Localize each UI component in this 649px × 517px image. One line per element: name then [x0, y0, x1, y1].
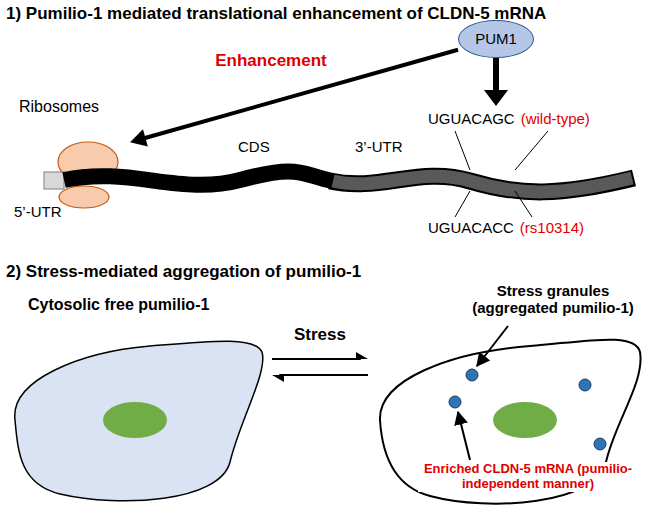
cell-outline	[380, 340, 641, 504]
granule-dot	[594, 438, 606, 450]
diagram-node: CDS	[60, 132, 330, 192]
node-text: Enriched CLDN-5 mRNA (pumilio-independen…	[418, 462, 638, 492]
utr3-band-outline	[330, 176, 634, 192]
connector-arrow	[272, 352, 368, 382]
node-text: 3’-UTR	[355, 138, 403, 155]
text-label: (rs10314)	[520, 219, 584, 236]
site-bracket	[455, 131, 548, 170]
text-label: 5’-UTR	[14, 203, 62, 220]
section-heading: 1) Pumilio-1 mediated translational enha…	[6, 4, 546, 24]
granule-dot	[466, 369, 478, 381]
diagram-node: Cytosolic free pumilio-1	[10, 292, 268, 512]
node-text: CDS	[238, 138, 270, 155]
node-text: Ribosomes	[19, 98, 99, 116]
leader-arrow	[458, 412, 470, 460]
utr3-band	[333, 176, 632, 192]
utr5-box	[44, 172, 64, 189]
connector-arrow	[484, 58, 508, 106]
connector-arrow	[130, 50, 458, 147]
nucleus	[493, 402, 557, 438]
protein-ellipse: PUM1	[458, 20, 534, 58]
edge-label: Stress	[292, 325, 348, 345]
text-label: 2) Stress-mediated aggregation of pumili…	[6, 262, 361, 282]
nucleus	[103, 402, 167, 438]
leader-arrow	[477, 326, 508, 366]
ribosome-small	[59, 186, 109, 208]
site-bracket	[455, 191, 532, 217]
edge-label: Enhancement	[213, 51, 328, 71]
cell-outline	[15, 341, 263, 501]
node-text: Stress granules (aggregated pumilio-1)	[460, 282, 646, 317]
text-label: UGUACAGC	[428, 110, 515, 127]
granule-dot	[449, 396, 461, 408]
diagram-node: Ribosomes	[15, 96, 130, 221]
cds-band	[64, 171, 332, 184]
node-text: PUM1	[475, 30, 517, 47]
node-text: Cytosolic free pumilio-1	[28, 296, 209, 314]
diagram-node: Stress granules (aggregated pumilio-1)En…	[372, 282, 642, 514]
text-label: (wild-type)	[521, 110, 590, 127]
text-label: UGUACACC	[428, 219, 514, 236]
granule-dot	[579, 379, 591, 391]
